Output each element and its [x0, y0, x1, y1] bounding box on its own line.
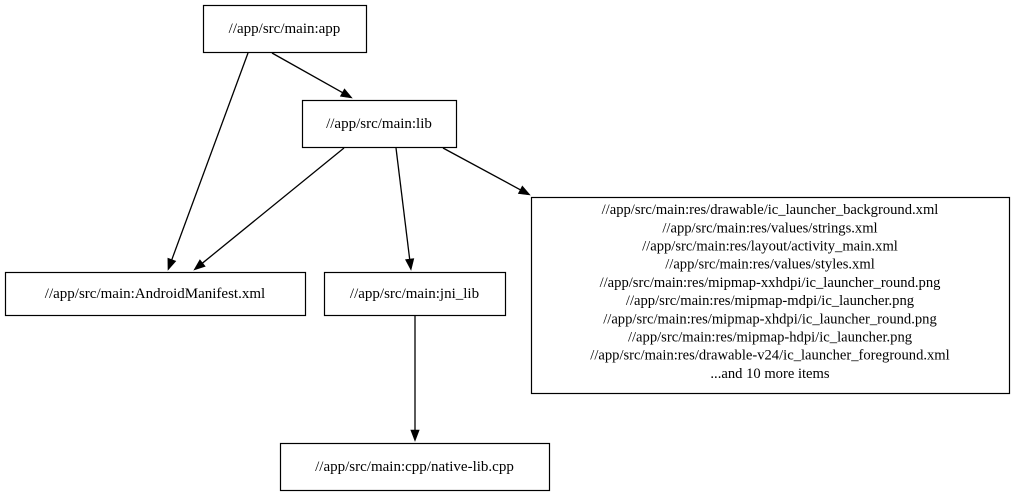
node-box[interactable]	[4, 271, 307, 317]
graph-node-cpp[interactable]: //app/src/main:cpp/native-lib.cpp	[279, 442, 551, 492]
node-label: //app/src/main:lib	[326, 116, 432, 132]
node-box[interactable]	[530, 196, 1011, 395]
graph-edge-app-to-lib	[271, 52, 353, 99]
edge-arrowhead-icon	[410, 429, 420, 442]
node-box[interactable]	[323, 271, 507, 317]
node-box[interactable]	[202, 4, 368, 54]
node-box[interactable]	[279, 442, 551, 492]
graph-edge-lib-to-manifest	[193, 147, 345, 271]
edge-arrowhead-icon	[405, 258, 415, 271]
node-layer: //app/src/main:app //app/src/main:lib //ap…	[4, 4, 1011, 492]
node-label-line: //app/src/main:res/mipmap-xxhdpi/ic_laun…	[600, 275, 942, 291]
graph-node-jni_lib[interactable]: //app/src/main:jni_lib	[323, 271, 507, 317]
graph-node-lib[interactable]: //app/src/main:lib	[301, 99, 458, 149]
node-label-line: //app/src/main:res/mipmap-hdpi/ic_launch…	[628, 330, 913, 346]
graph-edge-lib-to-res_group	[442, 147, 531, 196]
graph-edge-lib-to-jni_lib	[395, 147, 415, 271]
node-label-line: //app/src/main:res/drawable-v24/ic_launc…	[590, 348, 949, 364]
node-label-line: ...and 10 more items	[710, 366, 829, 382]
node-label: //app/src/main:AndroidManifest.xml	[45, 286, 265, 302]
node-label-line: //app/src/main:res/values/styles.xml	[665, 257, 875, 273]
node-label: //app/src/main:cpp/native-lib.cpp	[315, 459, 514, 475]
edge-arrowhead-icon	[193, 259, 206, 271]
node-box[interactable]	[301, 99, 458, 149]
node-label-line: //app/src/main:res/layout/activity_main.…	[642, 239, 898, 255]
edge-shaft	[442, 147, 521, 191]
node-label-line: //app/src/main:res/values/strings.xml	[662, 220, 877, 236]
edge-shaft	[171, 52, 249, 260]
edge-arrowhead-icon	[167, 257, 177, 271]
edge-layer	[167, 52, 531, 442]
graph-edge-jni_lib-to-cpp	[410, 316, 420, 442]
edge-shaft	[395, 147, 411, 260]
node-label-line: //app/src/main:res/mipmap-xhdpi/ic_launc…	[603, 311, 937, 327]
edge-shaft	[202, 147, 345, 264]
edge-arrowhead-icon	[339, 88, 353, 99]
edge-shaft	[271, 52, 343, 94]
graph-node-res_group[interactable]: //app/src/main:res/drawable/ic_launcher_…	[530, 196, 1011, 395]
node-label-line: //app/src/main:res/mipmap-mdpi/ic_launch…	[626, 293, 915, 309]
node-label: //app/src/main:res/drawable/ic_launcher_…	[590, 202, 949, 382]
edge-arrowhead-icon	[517, 185, 531, 196]
graph-node-manifest[interactable]: //app/src/main:AndroidManifest.xml	[4, 271, 307, 317]
graph-edge-app-to-manifest	[167, 52, 249, 271]
node-label: //app/src/main:jni_lib	[350, 286, 479, 302]
graph-node-app[interactable]: //app/src/main:app	[202, 4, 368, 54]
node-label: //app/src/main:app	[229, 21, 341, 37]
node-label-line: //app/src/main:res/drawable/ic_launcher_…	[602, 202, 939, 218]
